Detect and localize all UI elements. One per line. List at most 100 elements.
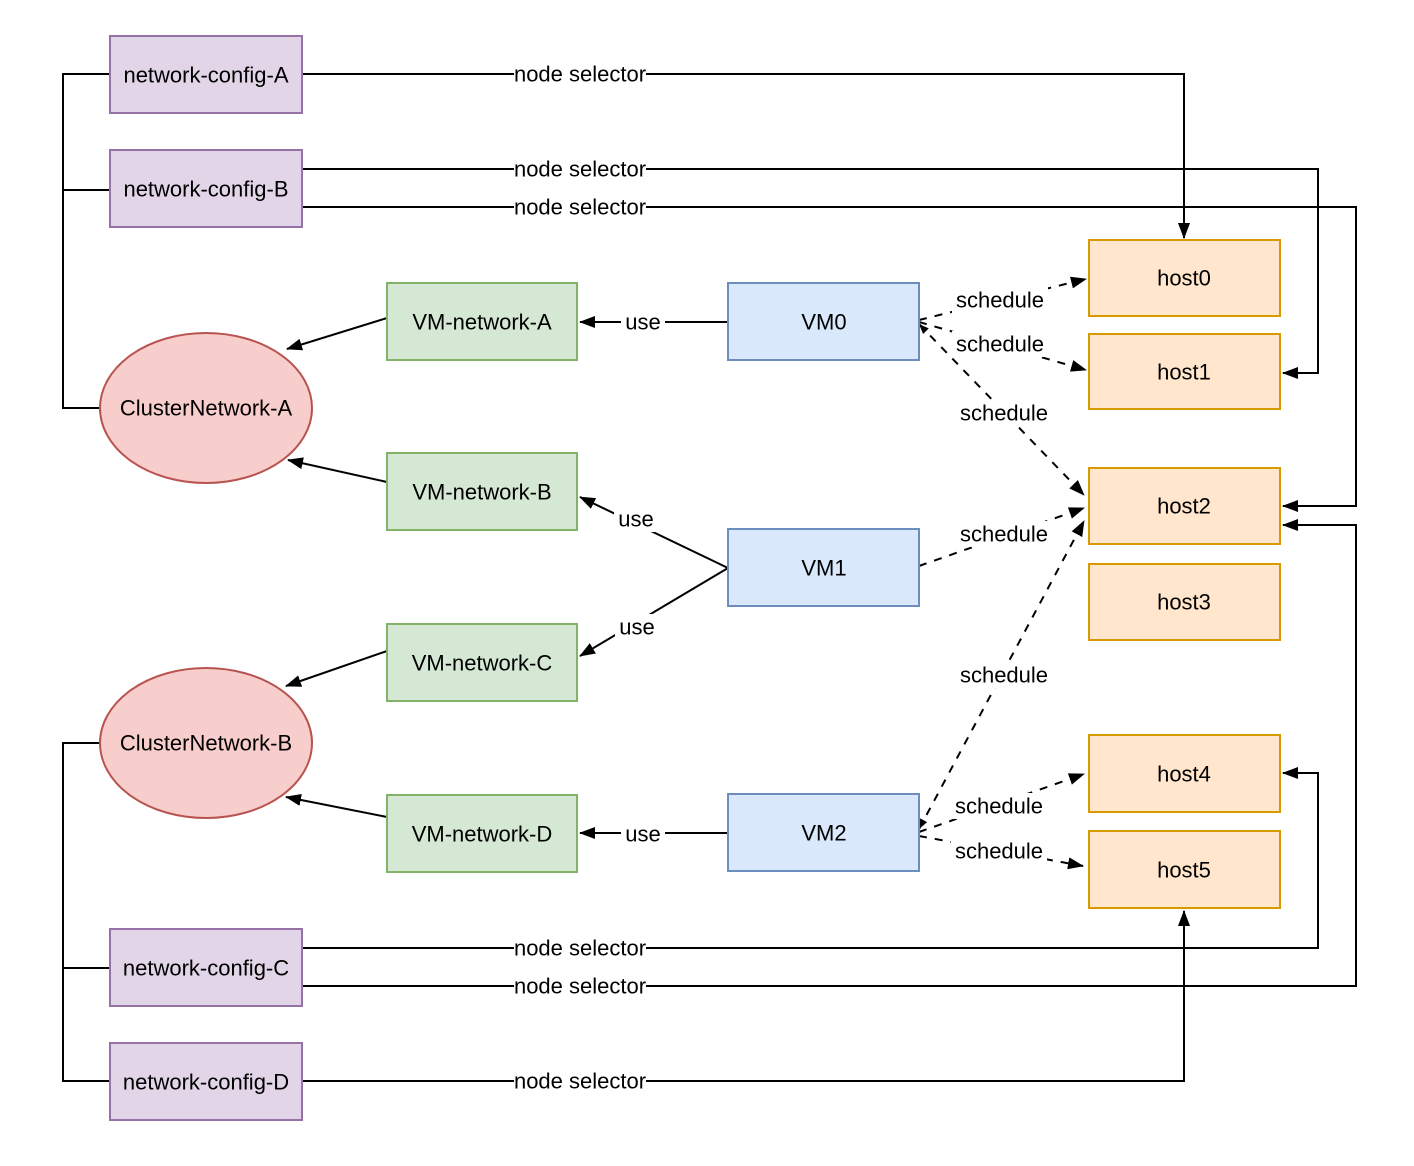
edge-label-use-vm1-c: use [615,614,659,640]
host2-box [1088,467,1281,545]
vm-network-c-label: VM-network-C [412,651,553,676]
edge-label-node-selector-c-host2: node selector [514,973,646,999]
schedule-label: schedule [956,288,1044,313]
edge-network-config-c-cluster-network-b [62,742,110,969]
vm-network-b-box [386,452,578,531]
edge-vm-network-c-cluster-network-b [285,650,388,687]
host3-label: host3 [1157,590,1211,615]
label-background [956,662,1052,688]
vm-network-d-label: VM-network-D [412,822,553,847]
cluster-network-b-label: ClusterNetwork-B [120,731,292,756]
edge-label-use-vm2: use [621,821,665,847]
host2-label: host2 [1157,494,1211,519]
schedule-label: schedule [955,839,1043,864]
vm1-label: VM1 [801,556,846,581]
edge-node-selector-config-d-host5 [302,910,1190,1082]
vm1-box [727,528,920,607]
edge-label-schedule-vm0-host1: schedule [952,331,1048,357]
vm-network-d-box [386,794,578,873]
node-vm2: VM2 [727,793,920,872]
host1-label: host1 [1157,360,1211,385]
edge-label-schedule-vm2-host4: schedule [951,793,1047,819]
edge-label-schedule-vm0-host0: schedule [952,287,1048,313]
node-selector-label: node selector [514,157,646,182]
edge-label-schedule-vm0-host2: schedule [956,400,1052,426]
edge-node-selector-config-c-host4 [302,767,1319,949]
node-selector-label: node selector [514,195,646,220]
edge-label-node-selector-d-host5: node selector [514,1068,646,1094]
edge-label-schedule-vm2-host5: schedule [951,838,1047,864]
label-background [514,1068,646,1094]
vm2-box [727,793,920,872]
node-selector-label: node selector [514,62,646,87]
edge-network-config-d-cluster-network-b [62,968,110,1082]
label-background [514,973,646,999]
host1-box [1088,333,1281,410]
label-background [621,309,665,335]
vm-network-a-label: VM-network-A [412,310,552,335]
edge-label-schedule-vm1-host2: schedule [956,521,1052,547]
node-selector-label: node selector [514,1069,646,1094]
node-cluster-network-a: ClusterNetwork-A [99,332,313,484]
vm2-label: VM2 [801,821,846,846]
node-vm-network-c: VM-network-C [386,623,578,702]
label-background [952,331,1048,357]
node-network-config-d: network-config-D [109,1042,303,1121]
edge-label-layer: node selector node selector node selecto… [514,61,1052,1094]
schedule-label: schedule [960,522,1048,547]
network-config-a-box [109,35,303,114]
cluster-network-a-ellipse [99,332,313,484]
label-background [614,506,658,532]
node-host0: host0 [1088,239,1281,317]
vm-network-a-box [386,282,578,361]
node-vm-network-a: VM-network-A [386,282,578,361]
node-vm1: VM1 [727,528,920,607]
edge-label-schedule-vm2-host2: schedule [956,662,1052,688]
label-background [951,838,1047,864]
edge-vm-network-a-cluster-network-a [286,317,388,351]
schedule-label: schedule [960,401,1048,426]
edge-schedule-vm2-host2 [918,520,1085,830]
node-network-config-b: network-config-B [109,149,303,228]
node-host2: host2 [1088,467,1281,545]
network-config-b-label: network-config-B [123,177,288,202]
cluster-network-a-label: ClusterNetwork-A [120,396,293,421]
use-label: use [625,310,660,335]
edge-node-selector-config-c-host2 [302,519,1357,987]
host0-box [1088,239,1281,317]
node-vm0: VM0 [727,282,920,361]
cluster-network-b-ellipse [99,667,313,819]
use-label: use [618,507,653,532]
label-background [956,400,1052,426]
network-config-b-box [109,149,303,228]
network-config-d-box [109,1042,303,1121]
use-label: use [619,615,654,640]
edge-network-config-a-cluster-network-a [62,73,110,409]
node-vm-network-b: VM-network-B [386,452,578,531]
label-background [956,521,1052,547]
network-config-d-label: network-config-D [123,1070,289,1095]
node-host5: host5 [1088,830,1281,909]
edge-node-selector-config-b-host2 [302,206,1357,512]
network-config-c-label: network-config-C [123,956,289,981]
node-vm-network-d: VM-network-D [386,794,578,873]
edge-vm-network-b-cluster-network-a [287,457,388,483]
schedule-label: schedule [955,794,1043,819]
node-host4: host4 [1088,734,1281,813]
network-config-c-box [109,928,303,1007]
edge-label-use-vm1-b: use [614,506,658,532]
node-host3: host3 [1088,563,1281,641]
schedule-label: schedule [960,663,1048,688]
label-background [621,821,665,847]
edge-label-use-vm0: use [621,309,665,335]
node-layer: network-config-A network-config-B networ… [99,35,1281,1121]
edge-label-node-selector-b-host1: node selector [514,156,646,182]
edge-use-vm1-vm-network-c [579,567,729,657]
host5-box [1088,830,1281,909]
host4-box [1088,734,1281,813]
network-config-a-label: network-config-A [123,63,288,88]
host3-box [1088,563,1281,641]
edge-label-node-selector-b-host2: node selector [514,194,646,220]
